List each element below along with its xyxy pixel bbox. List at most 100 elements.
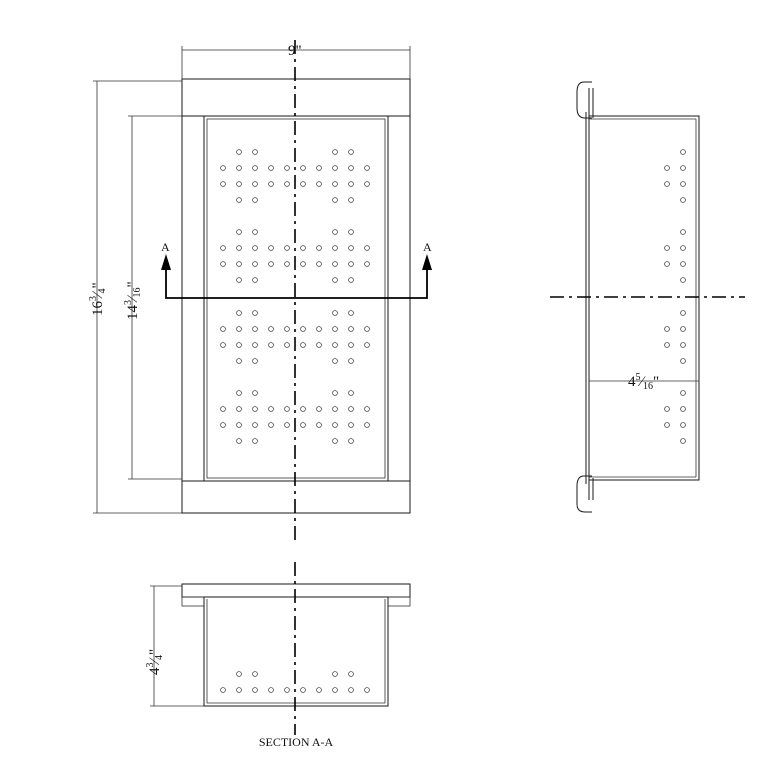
perforation-hole (300, 181, 306, 187)
perforation-hole (300, 261, 306, 267)
perforation-hole (252, 671, 258, 677)
perforation-hole (364, 165, 370, 171)
perforation-hole (364, 261, 370, 267)
section-line-a-a (165, 262, 428, 299)
perforation-hole (348, 310, 354, 316)
perforation-hole (680, 277, 686, 283)
perforation-hole (364, 687, 370, 693)
perforation-hole (332, 406, 338, 412)
perforation-hole (348, 261, 354, 267)
section-view: 43⁄4" SECTION A-A (145, 562, 411, 749)
perforation-hole (316, 261, 322, 267)
perforation-hole (348, 671, 354, 677)
perforation-hole (236, 326, 242, 332)
section-height-dimension: 43⁄4" (145, 585, 204, 707)
perforation-hole (284, 261, 290, 267)
perforation-hole (332, 165, 338, 171)
section-arrow-right-icon (422, 254, 432, 270)
perforation-hole (332, 422, 338, 428)
perforation-hole (300, 165, 306, 171)
perforation-hole (348, 165, 354, 171)
perforation-hole (220, 181, 226, 187)
perforation-hole (680, 229, 686, 235)
perforation-hole (680, 149, 686, 155)
perforation-hole (236, 277, 242, 283)
overall-height-whole: 16 (90, 301, 106, 317)
perforation-hole (332, 438, 338, 444)
perforation-hole (236, 197, 242, 203)
side-bottom-hook (576, 475, 592, 513)
perforation-hole (664, 181, 670, 187)
perforation-hole (252, 261, 258, 267)
perforation-hole (680, 390, 686, 396)
perforation-hole (300, 245, 306, 251)
perforation-hole (252, 245, 258, 251)
section-arrow-left-icon (161, 254, 171, 270)
perforation-hole (220, 422, 226, 428)
perforation-hole (332, 261, 338, 267)
perforation-hole (680, 438, 686, 444)
perforation-hole (348, 229, 354, 235)
perforation-hole (316, 326, 322, 332)
perforation-hole (332, 671, 338, 677)
perforation-hole (332, 390, 338, 396)
plan-bottom-flange (181, 480, 411, 514)
perforation-hole (300, 422, 306, 428)
perforation-hole (236, 342, 242, 348)
perforation-hole (268, 326, 274, 332)
perforation-hole (348, 406, 354, 412)
perforation-hole (252, 422, 258, 428)
perforation-hole (316, 422, 322, 428)
perforation-hole (680, 181, 686, 187)
perforation-hole (252, 326, 258, 332)
perforation-hole (220, 261, 226, 267)
perforation-hole (236, 229, 242, 235)
perforation-hole (664, 422, 670, 428)
perforation-hole (348, 197, 354, 203)
perforation-hole (332, 342, 338, 348)
perforation-hole (252, 390, 258, 396)
section-height-num: 3 (145, 663, 156, 668)
perforation-hole (284, 422, 290, 428)
perforation-hole (268, 422, 274, 428)
perforation-hole (220, 326, 226, 332)
inner-height-den: 16 (132, 287, 143, 297)
perforation-hole (664, 165, 670, 171)
svg-text:143⁄16": 143⁄16" (123, 281, 143, 320)
perforation-hole (252, 277, 258, 283)
perforation-hole (680, 245, 686, 251)
perforation-hole (220, 406, 226, 412)
perforation-hole (680, 406, 686, 412)
perforation-hole (236, 406, 242, 412)
section-height-den: 4 (154, 655, 165, 660)
svg-text:45⁄16": 45⁄16" (628, 372, 659, 392)
perforation-hole (284, 245, 290, 251)
perforation-hole (236, 438, 242, 444)
perforation-hole (316, 687, 322, 693)
section-top-flange (181, 583, 411, 598)
perforation-hole (348, 422, 354, 428)
perforation-hole (348, 245, 354, 251)
perforation-hole (252, 438, 258, 444)
section-height-unit: " (147, 649, 163, 655)
perforation-hole (348, 342, 354, 348)
perforation-hole (364, 422, 370, 428)
svg-text:163⁄4": 163⁄4" (88, 282, 108, 316)
section-marker-left: A (161, 240, 170, 254)
perforation-hole (332, 687, 338, 693)
side-depth-den: 16 (643, 381, 653, 392)
perforation-hole (680, 422, 686, 428)
perforation-hole (332, 245, 338, 251)
svg-text:43⁄4": 43⁄4" (145, 649, 165, 675)
perforation-hole (332, 181, 338, 187)
inner-height-dimension: 143⁄16" (123, 115, 182, 480)
width-dimension: 9" (181, 43, 411, 79)
perforation-hole (252, 406, 258, 412)
perforation-hole (252, 342, 258, 348)
perforation-hole (664, 245, 670, 251)
perforation-hole (268, 261, 274, 267)
perforation-hole (680, 326, 686, 332)
perforation-hole (664, 406, 670, 412)
overall-height-den: 4 (97, 288, 108, 293)
perforation-hole (300, 326, 306, 332)
